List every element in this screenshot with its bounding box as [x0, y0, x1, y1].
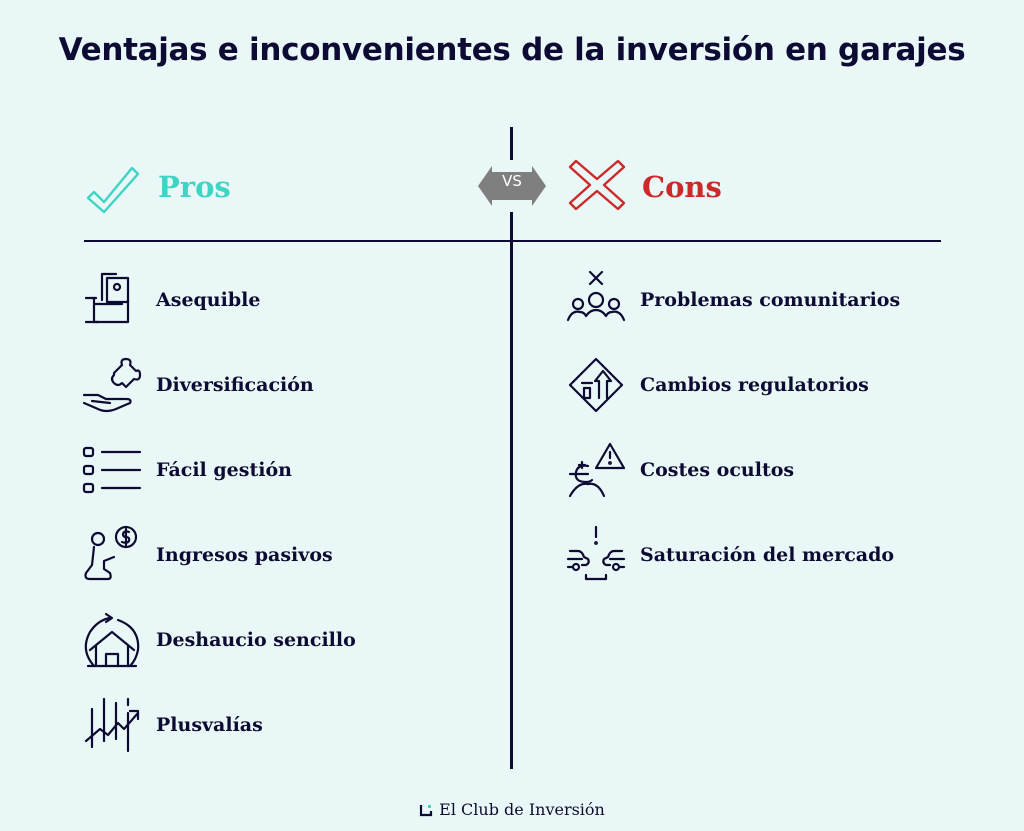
pros-item-ingresos-pasivos: Ingresos pasivos: [82, 525, 333, 585]
cons-item-saturacion-mercado: Saturación del mercado: [566, 525, 894, 585]
cons-item-label: Problemas comunitarios: [640, 289, 901, 311]
cons-item-label: Costes ocultos: [640, 459, 795, 481]
cons-item-label: Saturación del mercado: [640, 544, 895, 566]
cons-heading: Cons: [642, 170, 722, 204]
page-title: Ventajas e inconvenientes de la inversió…: [58, 32, 966, 68]
pros-item-label: Diversificación: [156, 374, 314, 396]
pros-item-label: Deshaucio sencillo: [156, 629, 356, 651]
cons-item-label: Cambios regulatorios: [640, 374, 869, 396]
pros-item-facil-gestion: Fácil gestión: [82, 440, 292, 500]
pros-item-label: Plusvalías: [156, 714, 263, 736]
pros-item-label: Asequible: [156, 289, 261, 311]
house-cycle-arrow-icon: [84, 612, 140, 668]
cons-item-problemas-comunitarios: Problemas comunitarios: [566, 270, 900, 330]
checkmark-icon: [86, 166, 140, 214]
road-sign-arrow-icon: [568, 357, 624, 413]
growth-chart-arrow-icon: [84, 697, 140, 753]
vs-label: VS: [502, 172, 522, 190]
vs-badge-icon: [478, 166, 546, 206]
footer-brand: El Club de Inversión: [0, 800, 1024, 819]
cons-item-costes-ocultos: Costes ocultos: [566, 440, 794, 500]
pros-item-deshaucio-sencillo: Deshaucio sencillo: [82, 610, 356, 670]
pros-item-diversificacion: Diversificación: [82, 355, 314, 415]
header-divider: [84, 240, 941, 242]
pros-item-label: Fácil gestión: [156, 459, 292, 481]
cons-item-cambios-regulatorios: Cambios regulatorios: [566, 355, 869, 415]
hand-puzzle-piece-icon: [82, 357, 142, 413]
pros-heading: Pros: [158, 170, 231, 204]
euro-warning-icon: [568, 442, 626, 498]
pros-item-plusvalias: Plusvalías: [82, 695, 263, 755]
cross-icon: [568, 159, 626, 211]
footer-brand-text: El Club de Inversión: [439, 800, 605, 819]
pros-item-label: Ingresos pasivos: [156, 544, 333, 566]
hand-holding-money-icon: [84, 272, 130, 324]
pros-item-asequible: Asequible: [82, 270, 260, 330]
cars-crowded-icon: [566, 525, 626, 581]
checklist-icon: [82, 446, 142, 494]
center-divider: [510, 127, 513, 769]
person-kneeling-dollar-icon: [84, 525, 138, 581]
club-logo-icon: [420, 804, 433, 816]
group-conflict-icon: [566, 270, 626, 322]
